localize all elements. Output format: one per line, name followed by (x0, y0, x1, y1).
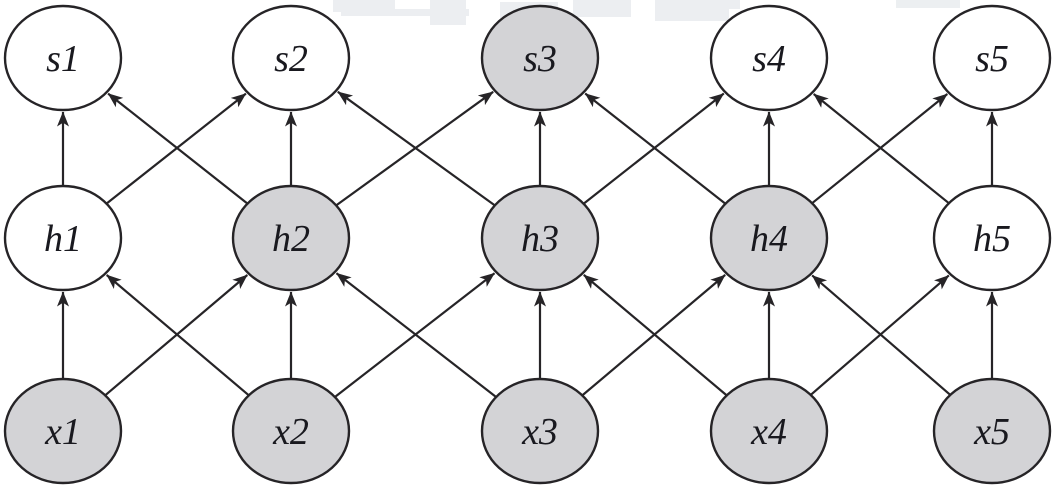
node-label-s2: s2 (274, 38, 308, 80)
node-label-s4: s4 (752, 38, 786, 80)
node-label-h3: h3 (521, 218, 559, 260)
node-s4: s4 (709, 4, 829, 112)
node-label-s3: s3 (523, 38, 557, 80)
node-s5: s5 (932, 4, 1052, 112)
node-h2: h2 (231, 184, 351, 292)
node-h3: h3 (480, 184, 600, 292)
node-label-x4: x4 (750, 411, 787, 453)
edge-h5-s4 (813, 93, 950, 205)
node-label-h5: h5 (973, 218, 1011, 260)
node-x3: x3 (480, 377, 600, 485)
node-circle-s4 (709, 4, 829, 112)
node-circle-h5 (932, 184, 1052, 292)
edge-x2-h1 (105, 274, 250, 397)
node-label-x2: x2 (272, 411, 309, 453)
node-circle-x2 (231, 377, 351, 485)
scan-artifact (333, 0, 960, 25)
edge-x3-h2 (335, 272, 497, 398)
node-circle-s1 (3, 4, 123, 112)
node-label-x5: x5 (973, 411, 1010, 453)
node-s2: s2 (231, 4, 351, 112)
node-circle-s3 (480, 4, 600, 112)
node-s3: s3 (480, 4, 600, 112)
node-label-h2: h2 (272, 218, 310, 260)
edge-h3-s2 (337, 90, 496, 207)
node-h4: h4 (709, 184, 829, 292)
node-x5: x5 (932, 377, 1052, 485)
node-label-s1: s1 (46, 38, 80, 80)
edge-x4-h3 (583, 274, 728, 397)
node-circle-x4 (709, 377, 829, 485)
node-x4: x4 (709, 377, 829, 485)
node-circle-h2 (231, 184, 351, 292)
node-label-h4: h4 (750, 218, 788, 260)
node-h5: h5 (932, 184, 1052, 292)
node-h1: h1 (3, 184, 123, 292)
node-s1: s1 (3, 4, 123, 112)
edge-h2-s1 (107, 92, 249, 205)
edge-x5-h4 (811, 274, 952, 396)
node-x2: x2 (231, 377, 351, 485)
node-label-x3: x3 (521, 411, 558, 453)
node-circle-x5 (932, 377, 1052, 485)
edges-group (57, 90, 998, 398)
node-circle-x3 (480, 377, 600, 485)
nodes-group: s1 s2 s3 s4 s5 h1 h2 h3 h4 h5 x1 x2 x3 x4 x5 (3, 4, 1052, 485)
edge-h4-s3 (584, 92, 727, 205)
node-circle-h1 (3, 184, 123, 292)
node-circle-s5 (932, 4, 1052, 112)
node-circle-x1 (3, 377, 123, 485)
node-label-h1: h1 (44, 218, 82, 260)
node-circle-s2 (231, 4, 351, 112)
node-label-s5: s5 (975, 38, 1009, 80)
node-x1: x1 (3, 377, 123, 485)
node-circle-h4 (709, 184, 829, 292)
node-label-x1: x1 (44, 411, 81, 453)
node-circle-h3 (480, 184, 600, 292)
